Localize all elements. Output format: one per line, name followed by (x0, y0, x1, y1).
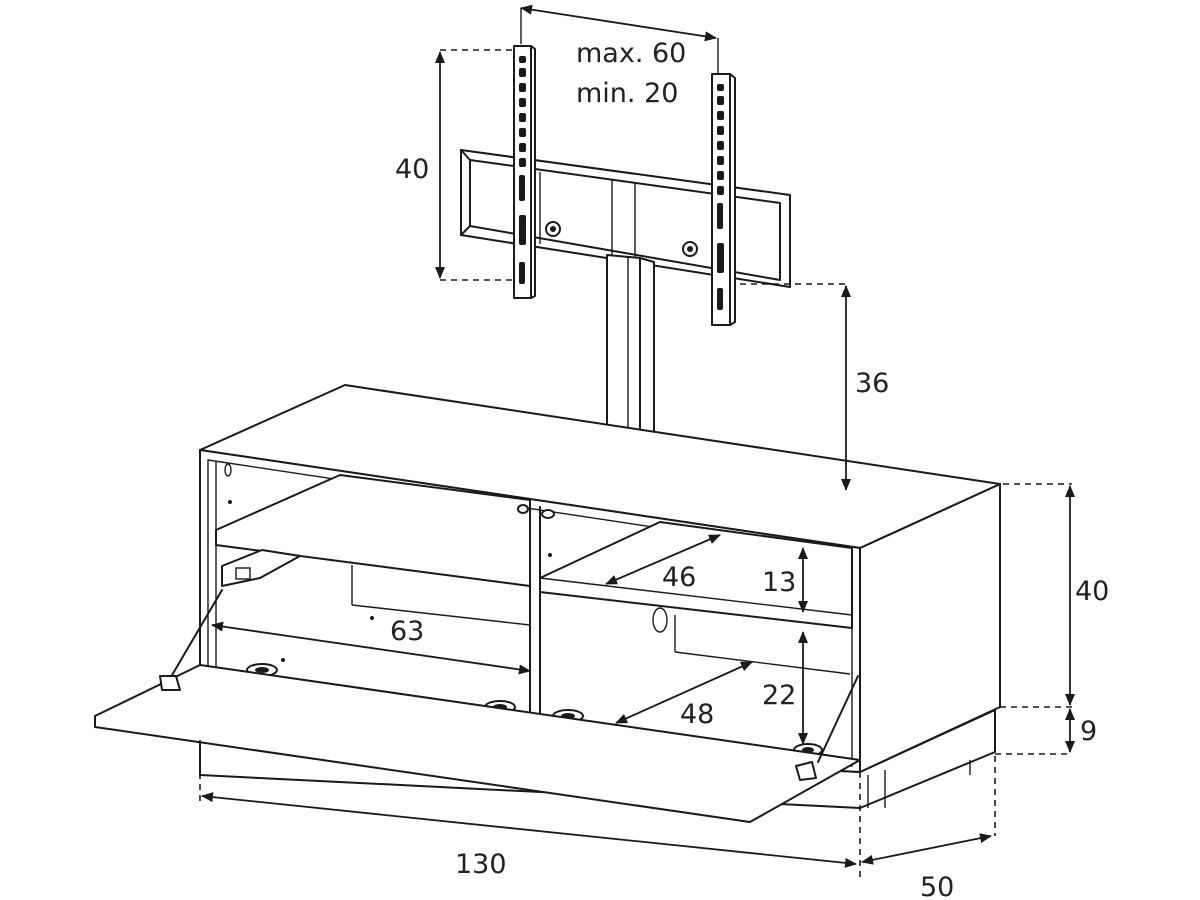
label-foot-height: 9 (1080, 716, 1097, 747)
cabinet (94, 384, 1001, 823)
dim-total-width (201, 792, 857, 868)
label-bracket-to-top: 36 (855, 368, 889, 399)
label-cabinet-height: 40 (1075, 576, 1109, 607)
label-bracket-spacing-min: min. 20 (576, 78, 678, 109)
mount-frame-plate (460, 149, 791, 288)
left-shelf (215, 474, 531, 587)
dim-inner-width (211, 621, 531, 675)
mount-column (606, 254, 689, 459)
label-shelf-gap-lower: 22 (762, 680, 796, 711)
label-total-depth: 50 (920, 872, 954, 900)
label-bracket-height: 40 (395, 154, 429, 185)
label-total-width: 130 (455, 849, 507, 880)
tv-mount (460, 45, 791, 459)
label-inner-width: 63 (390, 616, 424, 647)
dim-shelf-depth-upper (605, 534, 721, 585)
cable-box (221, 549, 301, 587)
cabinet-interior (224, 463, 851, 675)
label-bracket-spacing-max: max. 60 (576, 38, 686, 69)
front-flap (94, 589, 861, 823)
dimension-labels: max. 60 min. 20 40 36 40 9 63 46 13 48 2… (390, 38, 1109, 900)
left-vertical-bracket (513, 45, 561, 299)
label-shelf-depth-lower: 48 (680, 699, 714, 730)
shelf-pins (517, 504, 555, 519)
dim-total-depth (861, 833, 992, 865)
dim-shelf-depth-lower (615, 661, 753, 724)
label-shelf-gap-upper: 13 (762, 567, 796, 598)
dim-bracket-spacing (520, 4, 717, 42)
right-vertical-bracket (682, 73, 736, 326)
label-shelf-depth-upper: 46 (662, 562, 696, 593)
dimension-lines (199, 4, 1075, 882)
